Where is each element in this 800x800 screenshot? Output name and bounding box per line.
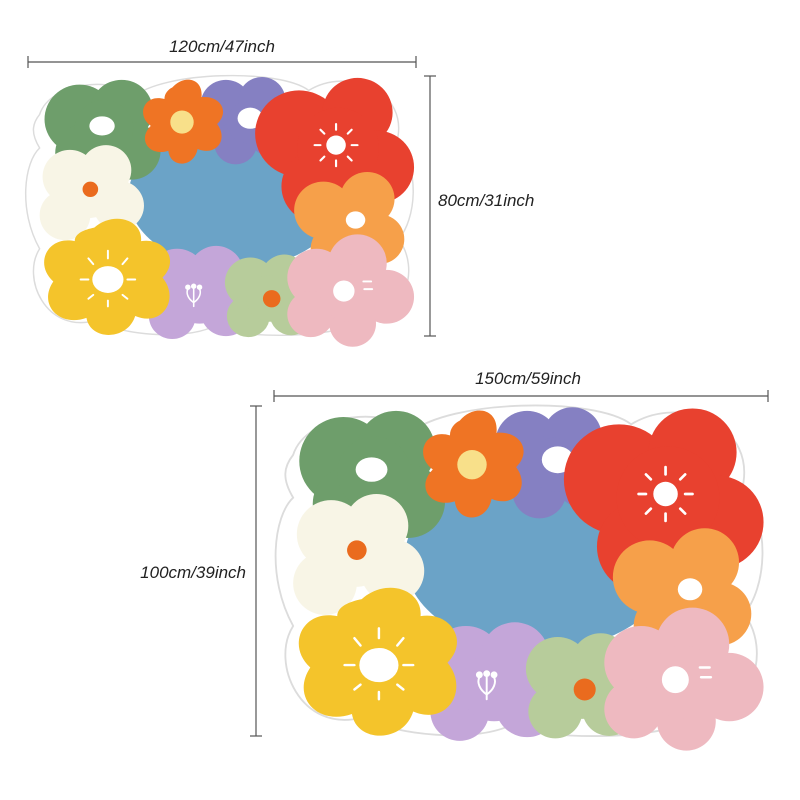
small-width-label: 120cm/47inch — [169, 37, 275, 56]
small-rug-group: 120cm/47inch 80cm/31inch — [24, 37, 534, 348]
large-height-dimension: 100cm/39inch — [140, 405, 262, 737]
large-width-dimension: 150cm/59inch — [273, 369, 769, 402]
large-height-label: 100cm/39inch — [140, 563, 246, 582]
small-height-label: 80cm/31inch — [438, 191, 534, 210]
flower-rug-illustration — [24, 74, 416, 348]
flower-rug-illustration — [274, 404, 765, 752]
small-width-dimension: 120cm/47inch — [27, 37, 417, 68]
large-rug-group: 150cm/59inch 100cm/39inch — [140, 369, 769, 752]
large-width-label: 150cm/59inch — [475, 369, 581, 388]
small-height-dimension: 80cm/31inch — [424, 75, 534, 337]
